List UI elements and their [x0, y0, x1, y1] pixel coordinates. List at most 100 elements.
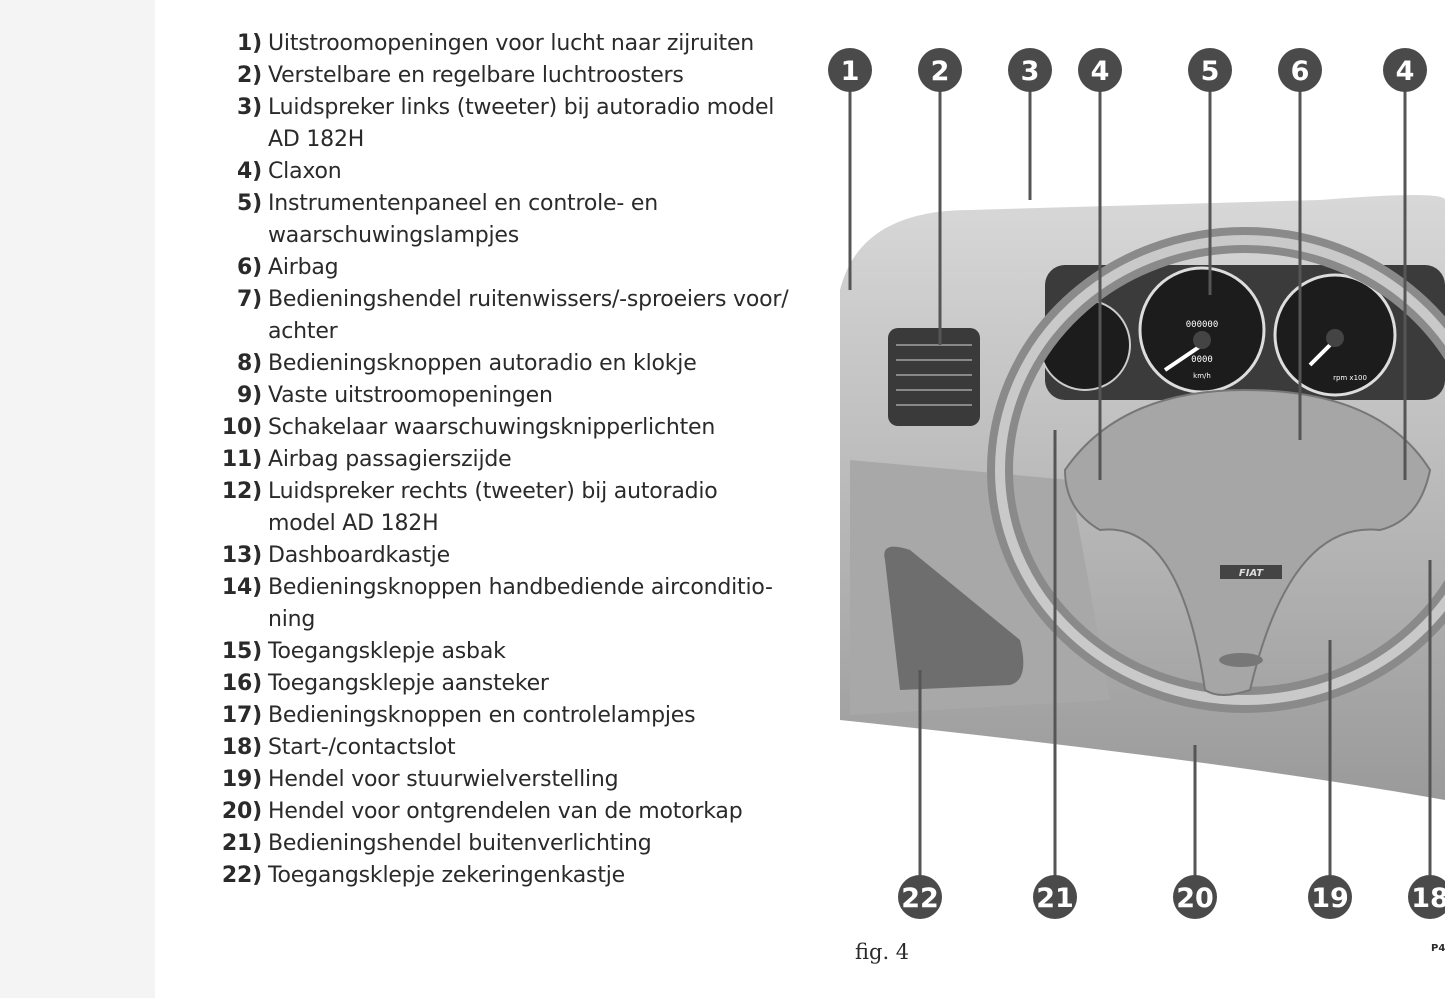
legend-text: Bedieningshendel ruitenwissers/-sproeier…: [268, 287, 789, 344]
tachometer: [1273, 273, 1397, 397]
legend-item: 9)Vaste uitstroomopeningen: [200, 380, 790, 412]
legend-number: 18): [221, 735, 262, 760]
page-margin: [0, 0, 155, 998]
legend-item: 10)Schakelaar waarschuwingsknipperlichte…: [200, 412, 790, 444]
legend-item: 11)Airbag passagierszijde: [200, 444, 790, 476]
legend-text: Toegangsklepje asbak: [268, 639, 506, 664]
legend-item: 5)Instrumentenpaneel en controle- en waa…: [200, 188, 790, 252]
callout-number: 5: [1201, 56, 1220, 87]
legend-item: 17)Bedieningsknoppen en controlelampjes: [200, 700, 790, 732]
legend-text: Claxon: [268, 159, 342, 184]
legend-text: Dashboardkastje: [268, 543, 450, 568]
legend-number: 3): [237, 95, 262, 120]
callout-number: 21: [1036, 883, 1074, 914]
rpm-unit-label: rpm x100: [1333, 374, 1367, 382]
steering-wheel-logo: FIAT: [1239, 568, 1264, 579]
callout-number: 4: [1091, 56, 1110, 87]
callout-marker: [1173, 875, 1217, 919]
legend-item: 7)Bedieningshendel ruitenwissers/-sproei…: [200, 284, 790, 348]
callout-marker: [1383, 48, 1427, 92]
callout-marker: [828, 48, 872, 92]
legend-item: 6)Airbag: [200, 252, 790, 284]
callout-marker: [1033, 875, 1077, 919]
legend-number: 17): [221, 703, 262, 728]
legend-text: Hendel voor stuurwielverstelling: [268, 767, 619, 792]
callout-number: 22: [901, 883, 939, 914]
legend-item: 13)Dashboardkastje: [200, 540, 790, 572]
legend-item: 14)Bedieningsknoppen handbediende aircon…: [200, 572, 790, 636]
legend-number: 15): [221, 639, 262, 664]
legend-text: Bedieningsknoppen en controlelampjes: [268, 703, 696, 728]
figure-caption: fig. 4: [855, 940, 910, 964]
callout-marker: [898, 875, 942, 919]
legend-number: 8): [237, 351, 262, 376]
speed-unit-label: km/h: [1193, 372, 1211, 380]
legend-text: Schakelaar waarschuwingsknipperlichten: [268, 415, 716, 440]
legend-number: 6): [237, 255, 262, 280]
callout-marker: [1308, 875, 1352, 919]
legend-number: 10): [221, 415, 262, 440]
legend-item: 2)Verstelbare en regelbare luchtroosters: [200, 60, 790, 92]
legend-number: 7): [237, 287, 262, 312]
legend-number: 20): [221, 799, 262, 824]
legend-number: 16): [221, 671, 262, 696]
page-reference: P4: [1431, 943, 1445, 954]
legend-text: Luidspreker links (tweeter) bij autoradi…: [268, 95, 775, 152]
legend-text: Start-/contactslot: [268, 735, 456, 760]
legend-text: Toegangsklepje aansteker: [268, 671, 549, 696]
legend-item: 8)Bedieningsknoppen autoradio en klokje: [200, 348, 790, 380]
legend-item: 1)Uitstroomopeningen voor lucht naar zij…: [200, 28, 790, 60]
legend-item: 21)Bedieningshendel buitenverlichting: [200, 828, 790, 860]
legend-number: 2): [237, 63, 262, 88]
legend-number: 5): [237, 191, 262, 216]
legend-item: 18)Start-/contactslot: [200, 732, 790, 764]
legend-text: Bedieningsknoppen handbediende aircondit…: [268, 575, 773, 632]
legend-item: 20)Hendel voor ontgrendelen van de motor…: [200, 796, 790, 828]
legend-item: 4)Claxon: [200, 156, 790, 188]
legend-number: 9): [237, 383, 262, 408]
callout-number: 1: [841, 56, 860, 87]
legend-text: Bedieningsknoppen autoradio en klokje: [268, 351, 697, 376]
callout-marker: [1188, 48, 1232, 92]
legend-text: Bedieningshendel buitenverlichting: [268, 831, 652, 856]
callout-marker: [918, 48, 962, 92]
legend-number: 13): [221, 543, 262, 568]
trip-readout: 0000: [1191, 355, 1213, 365]
legend-number: 12): [221, 479, 262, 504]
speedometer: [1138, 266, 1266, 394]
legend-text: Airbag: [268, 255, 339, 280]
legend-item: 19)Hendel voor stuurwielverstelling: [200, 764, 790, 796]
legend-number: 14): [221, 575, 262, 600]
callout-marker: [1078, 48, 1122, 92]
legend-text: Instrumentenpaneel en controle- en waars…: [268, 191, 658, 248]
callout-number: 18: [1411, 883, 1445, 914]
callout-number: 3: [1021, 56, 1040, 87]
legend-item: 15)Toegangsklepje asbak: [200, 636, 790, 668]
legend-text: Toegangsklepje zekeringenkastje: [268, 863, 625, 888]
legend-number: 1): [237, 31, 262, 56]
callout-marker: [1008, 48, 1052, 92]
legend-text: Airbag passagierszijde: [268, 447, 512, 472]
legend-item: 12)Luidspreker rechts (tweeter) bij auto…: [200, 476, 790, 540]
legend-number: 4): [237, 159, 262, 184]
callout-marker: [1278, 48, 1322, 92]
callout-number: 4: [1396, 56, 1415, 87]
callout-number: 6: [1291, 56, 1310, 87]
legend-text: Verstelbare en regelbare luchtroosters: [268, 63, 684, 88]
legend-item: 3)Luidspreker links (tweeter) bij autora…: [200, 92, 790, 156]
legend-number: 19): [221, 767, 262, 792]
legend-item: 22)Toegangsklepje zekeringenkastje: [200, 860, 790, 892]
legend-text: Uitstroomopeningen voor lucht naar zijru…: [268, 31, 755, 56]
component-legend: 1)Uitstroomopeningen voor lucht naar zij…: [200, 28, 790, 892]
callout-number: 2: [931, 56, 950, 87]
legend-number: 11): [221, 447, 262, 472]
callout-marker: [1408, 875, 1445, 919]
legend-number: 22): [221, 863, 262, 888]
callout-number: 20: [1176, 883, 1214, 914]
legend-text: Hendel voor ontgrendelen van de motorkap: [268, 799, 743, 824]
callout-number: 19: [1311, 883, 1349, 914]
legend-text: Luidspreker rechts (tweeter) bij autorad…: [268, 479, 718, 536]
legend-item: 16)Toegangsklepje aansteker: [200, 668, 790, 700]
legend-text: Vaste uitstroomopeningen: [268, 383, 553, 408]
